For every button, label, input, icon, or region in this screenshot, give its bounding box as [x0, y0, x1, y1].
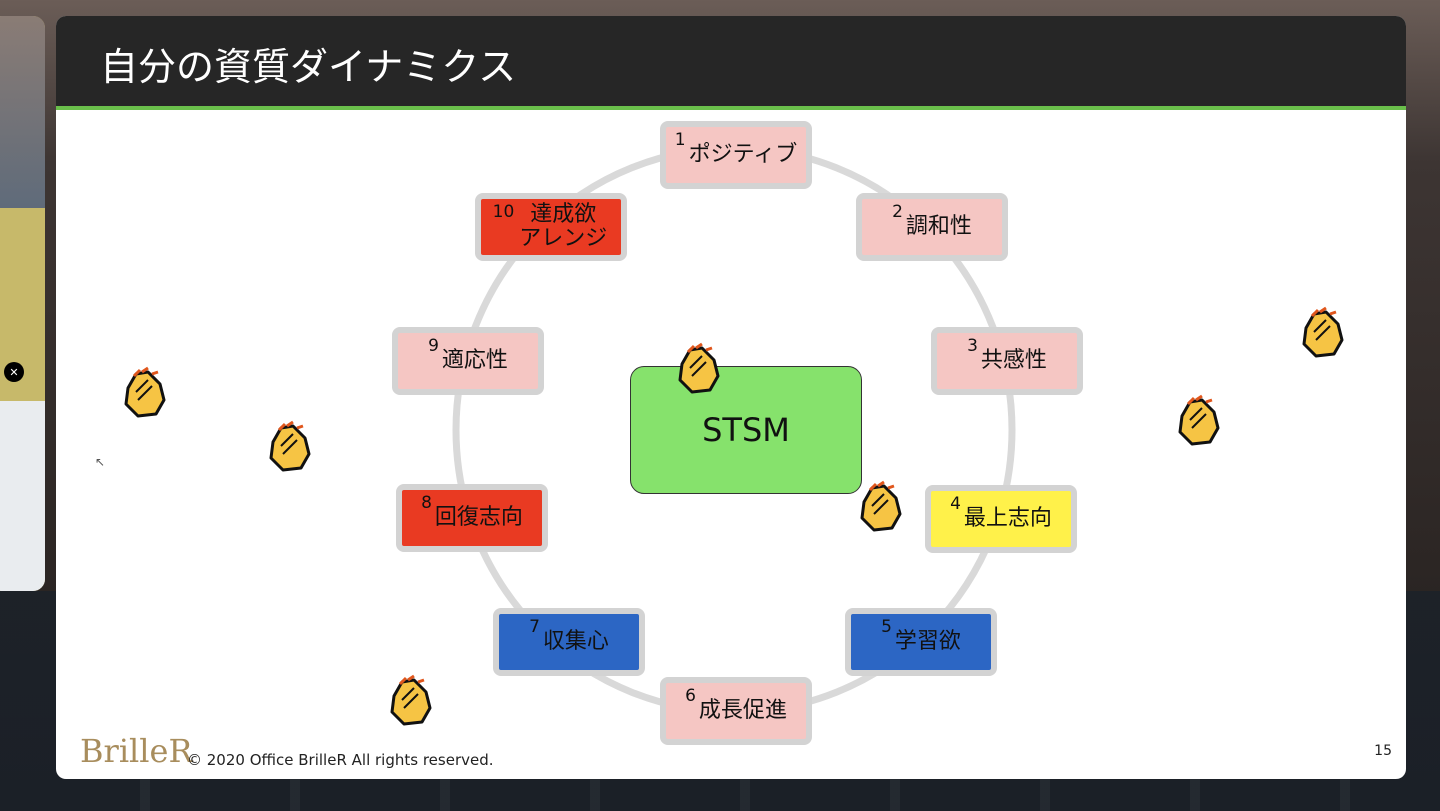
clapping-hands-icon	[269, 420, 311, 472]
brand-logo: BrilleR	[80, 732, 193, 770]
mic-muted-icon[interactable]: ✕	[4, 362, 24, 382]
center-box: STSM	[630, 366, 862, 494]
node-label: 成長促進	[698, 697, 787, 723]
node-number: 6	[685, 686, 696, 706]
node-label: 調和性	[905, 213, 972, 239]
participant-video-top	[0, 16, 45, 208]
mouse-cursor-icon: ↖	[95, 455, 106, 469]
copyright-text: © 2020 Office BrilleR All rights reserve…	[187, 751, 494, 769]
node-number: 2	[892, 202, 903, 222]
node-label: 回復志向	[434, 504, 523, 530]
node-number: 10	[492, 202, 515, 222]
node-number: 9	[428, 336, 439, 356]
node-label: ポジティブ	[688, 141, 798, 167]
node-label: 共感性	[980, 347, 1047, 373]
participant-video-bottom	[0, 401, 45, 591]
clapping-hands-icon	[390, 674, 432, 726]
clapping-hands-icon	[678, 342, 720, 394]
node-label: 適応性	[441, 347, 508, 373]
clapping-hands-icon	[1302, 306, 1344, 358]
node-number: 8	[421, 493, 432, 513]
clapping-hands-icon	[860, 480, 902, 532]
node-label: 学習欲	[894, 628, 961, 654]
slide-header: 自分の資質ダイナミクス	[56, 16, 1406, 110]
clapping-hands-icon	[1178, 394, 1220, 446]
node-number: 3	[967, 336, 978, 356]
page-number: 15	[1374, 743, 1392, 759]
clapping-hands-icon	[124, 366, 166, 418]
node-label: 達成欲 アレンジ	[519, 201, 608, 251]
node-number: 7	[529, 617, 540, 637]
node-number: 4	[950, 494, 961, 514]
node-label: 最上志向	[963, 505, 1052, 531]
slide-title: 自分の資質ダイナミクス	[100, 45, 517, 89]
node-label: 収集心	[542, 628, 609, 654]
node-number: 5	[881, 617, 892, 637]
participant-video-tile[interactable]: ✕	[0, 16, 45, 591]
node-number: 1	[674, 130, 686, 150]
